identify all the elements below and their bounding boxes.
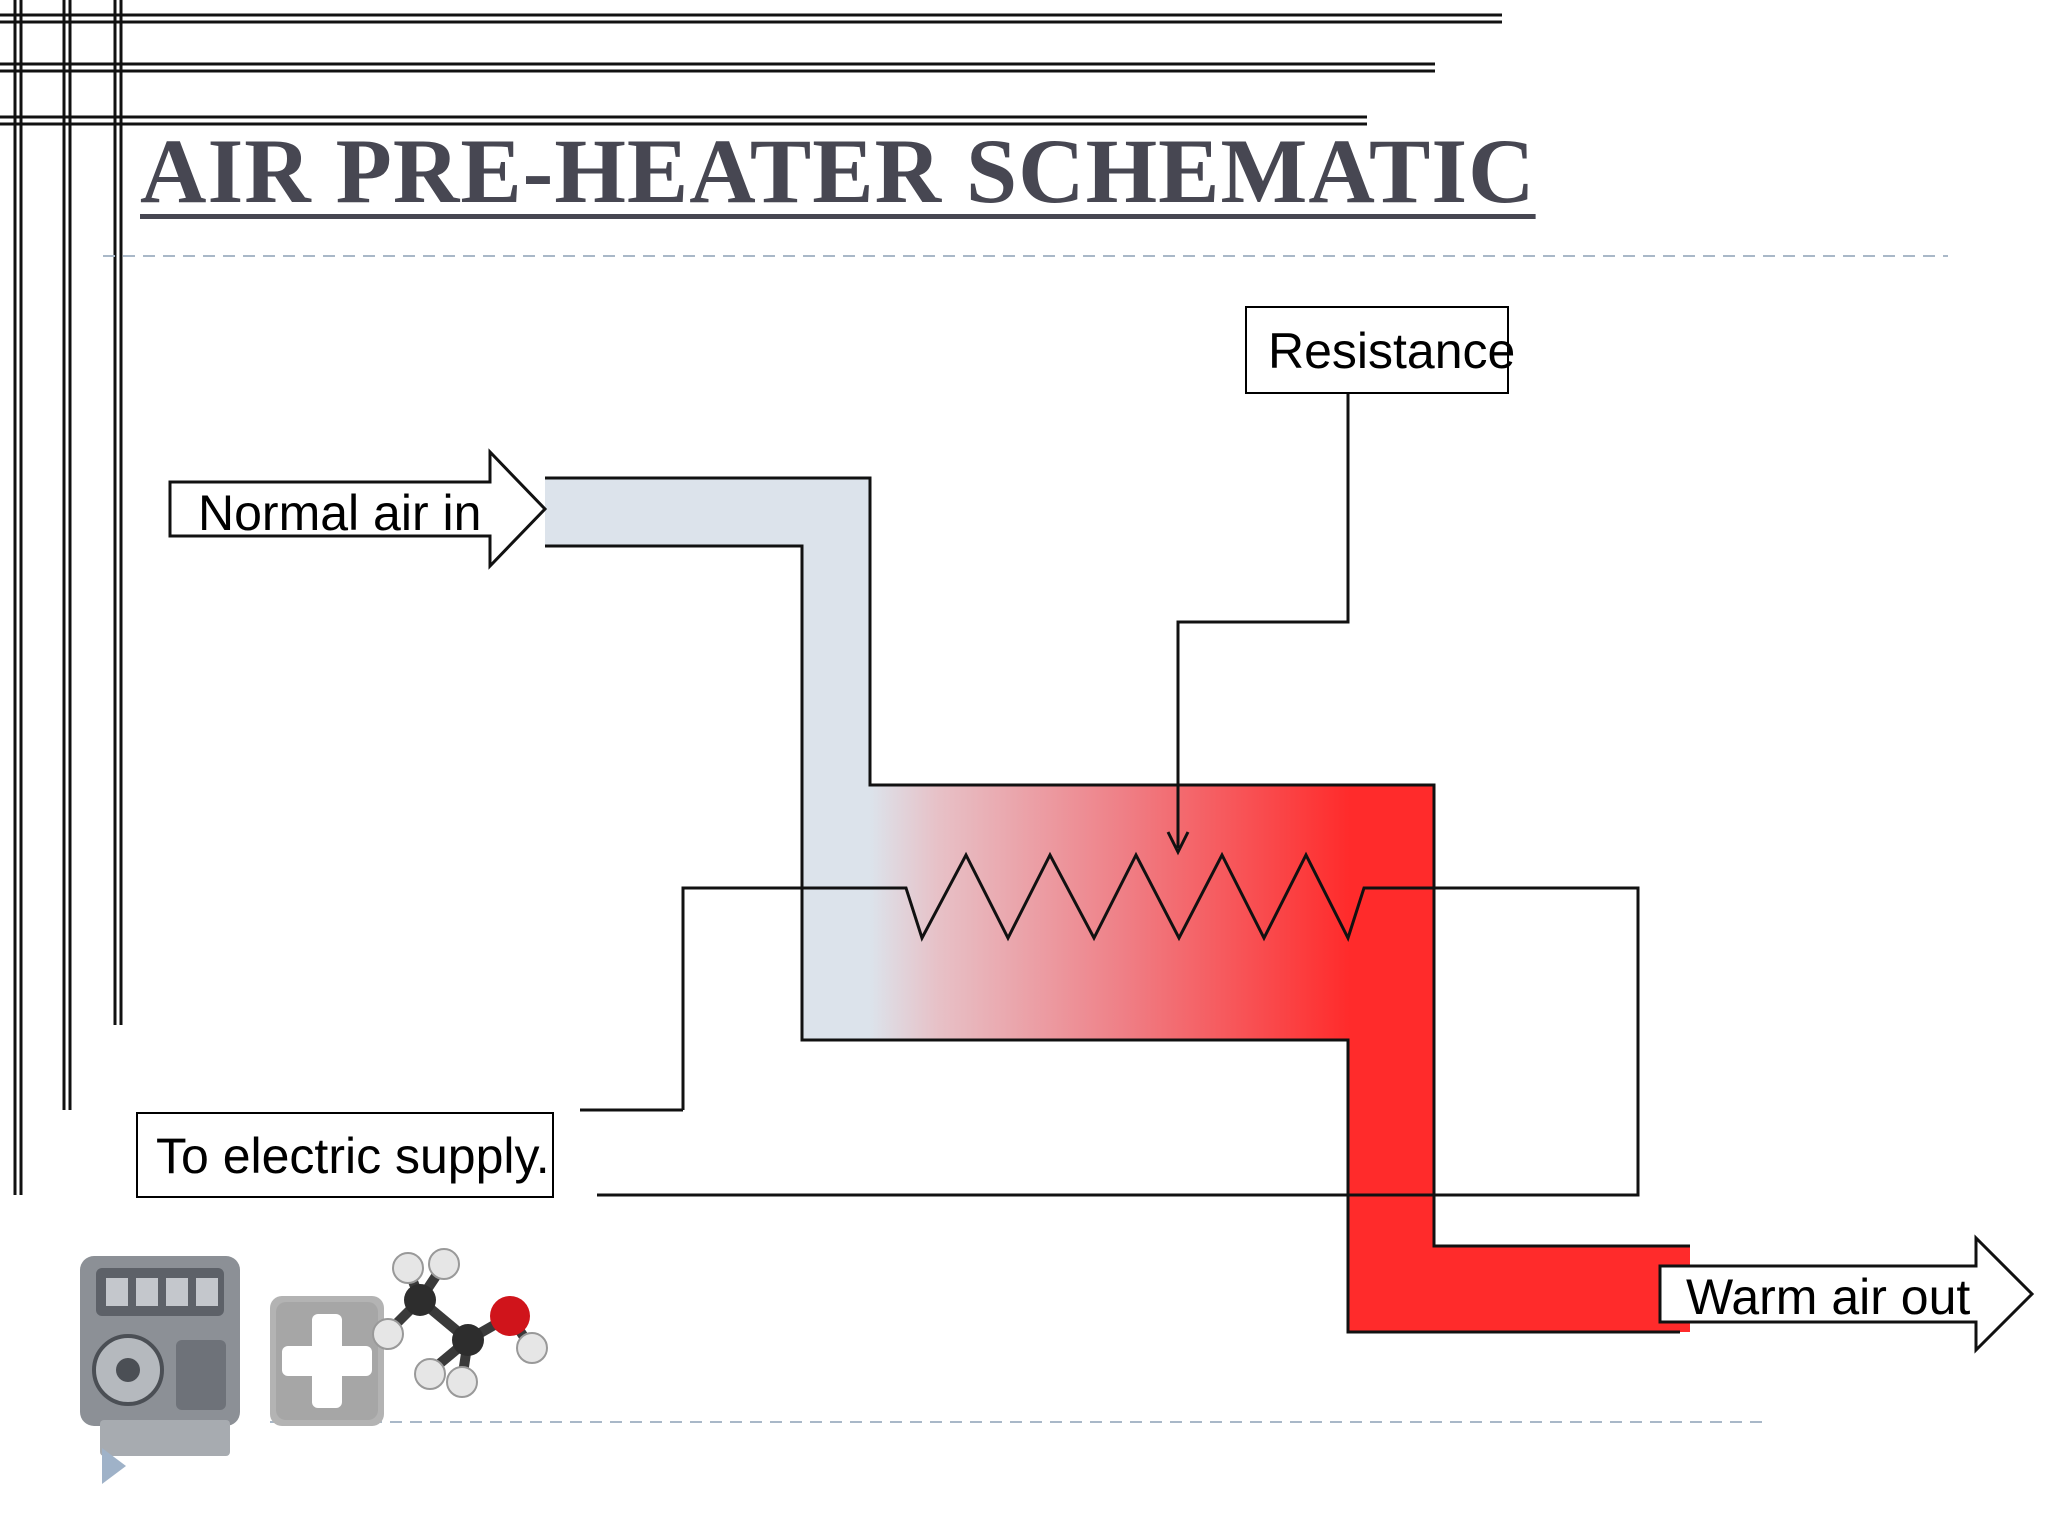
resistance-pointer-line: [1176, 392, 1350, 848]
duct-outline-outer: [545, 476, 1690, 1248]
duct-outline-inner: [545, 544, 1680, 1334]
play-icon: [102, 1448, 126, 1484]
outlet-arrow: [1658, 1234, 2035, 1354]
inlet-arrow: [168, 448, 548, 570]
supply-label: To electric supply.: [156, 1128, 550, 1184]
air-duct: [545, 476, 1690, 1334]
slide-title: AIR PRE-HEATER SCHEMATIC: [140, 120, 1536, 222]
engine-icon: [80, 1256, 240, 1456]
molecule-icon: [372, 1248, 548, 1398]
resistance-label-box: [1245, 306, 1509, 394]
outlet-label: Warm air out: [1686, 1269, 1971, 1325]
decorative-frame: [0, 0, 1502, 1195]
resistance-pointer-arrowhead: [1166, 831, 1190, 856]
resistance-coil: [597, 851, 1640, 1197]
plus-icon: [270, 1296, 384, 1426]
heating-zone: [870, 785, 1434, 1041]
inlet-label: Normal air in: [198, 485, 482, 541]
resistance-label: Resistance: [1268, 323, 1516, 379]
supply-label-box: [136, 1112, 554, 1198]
